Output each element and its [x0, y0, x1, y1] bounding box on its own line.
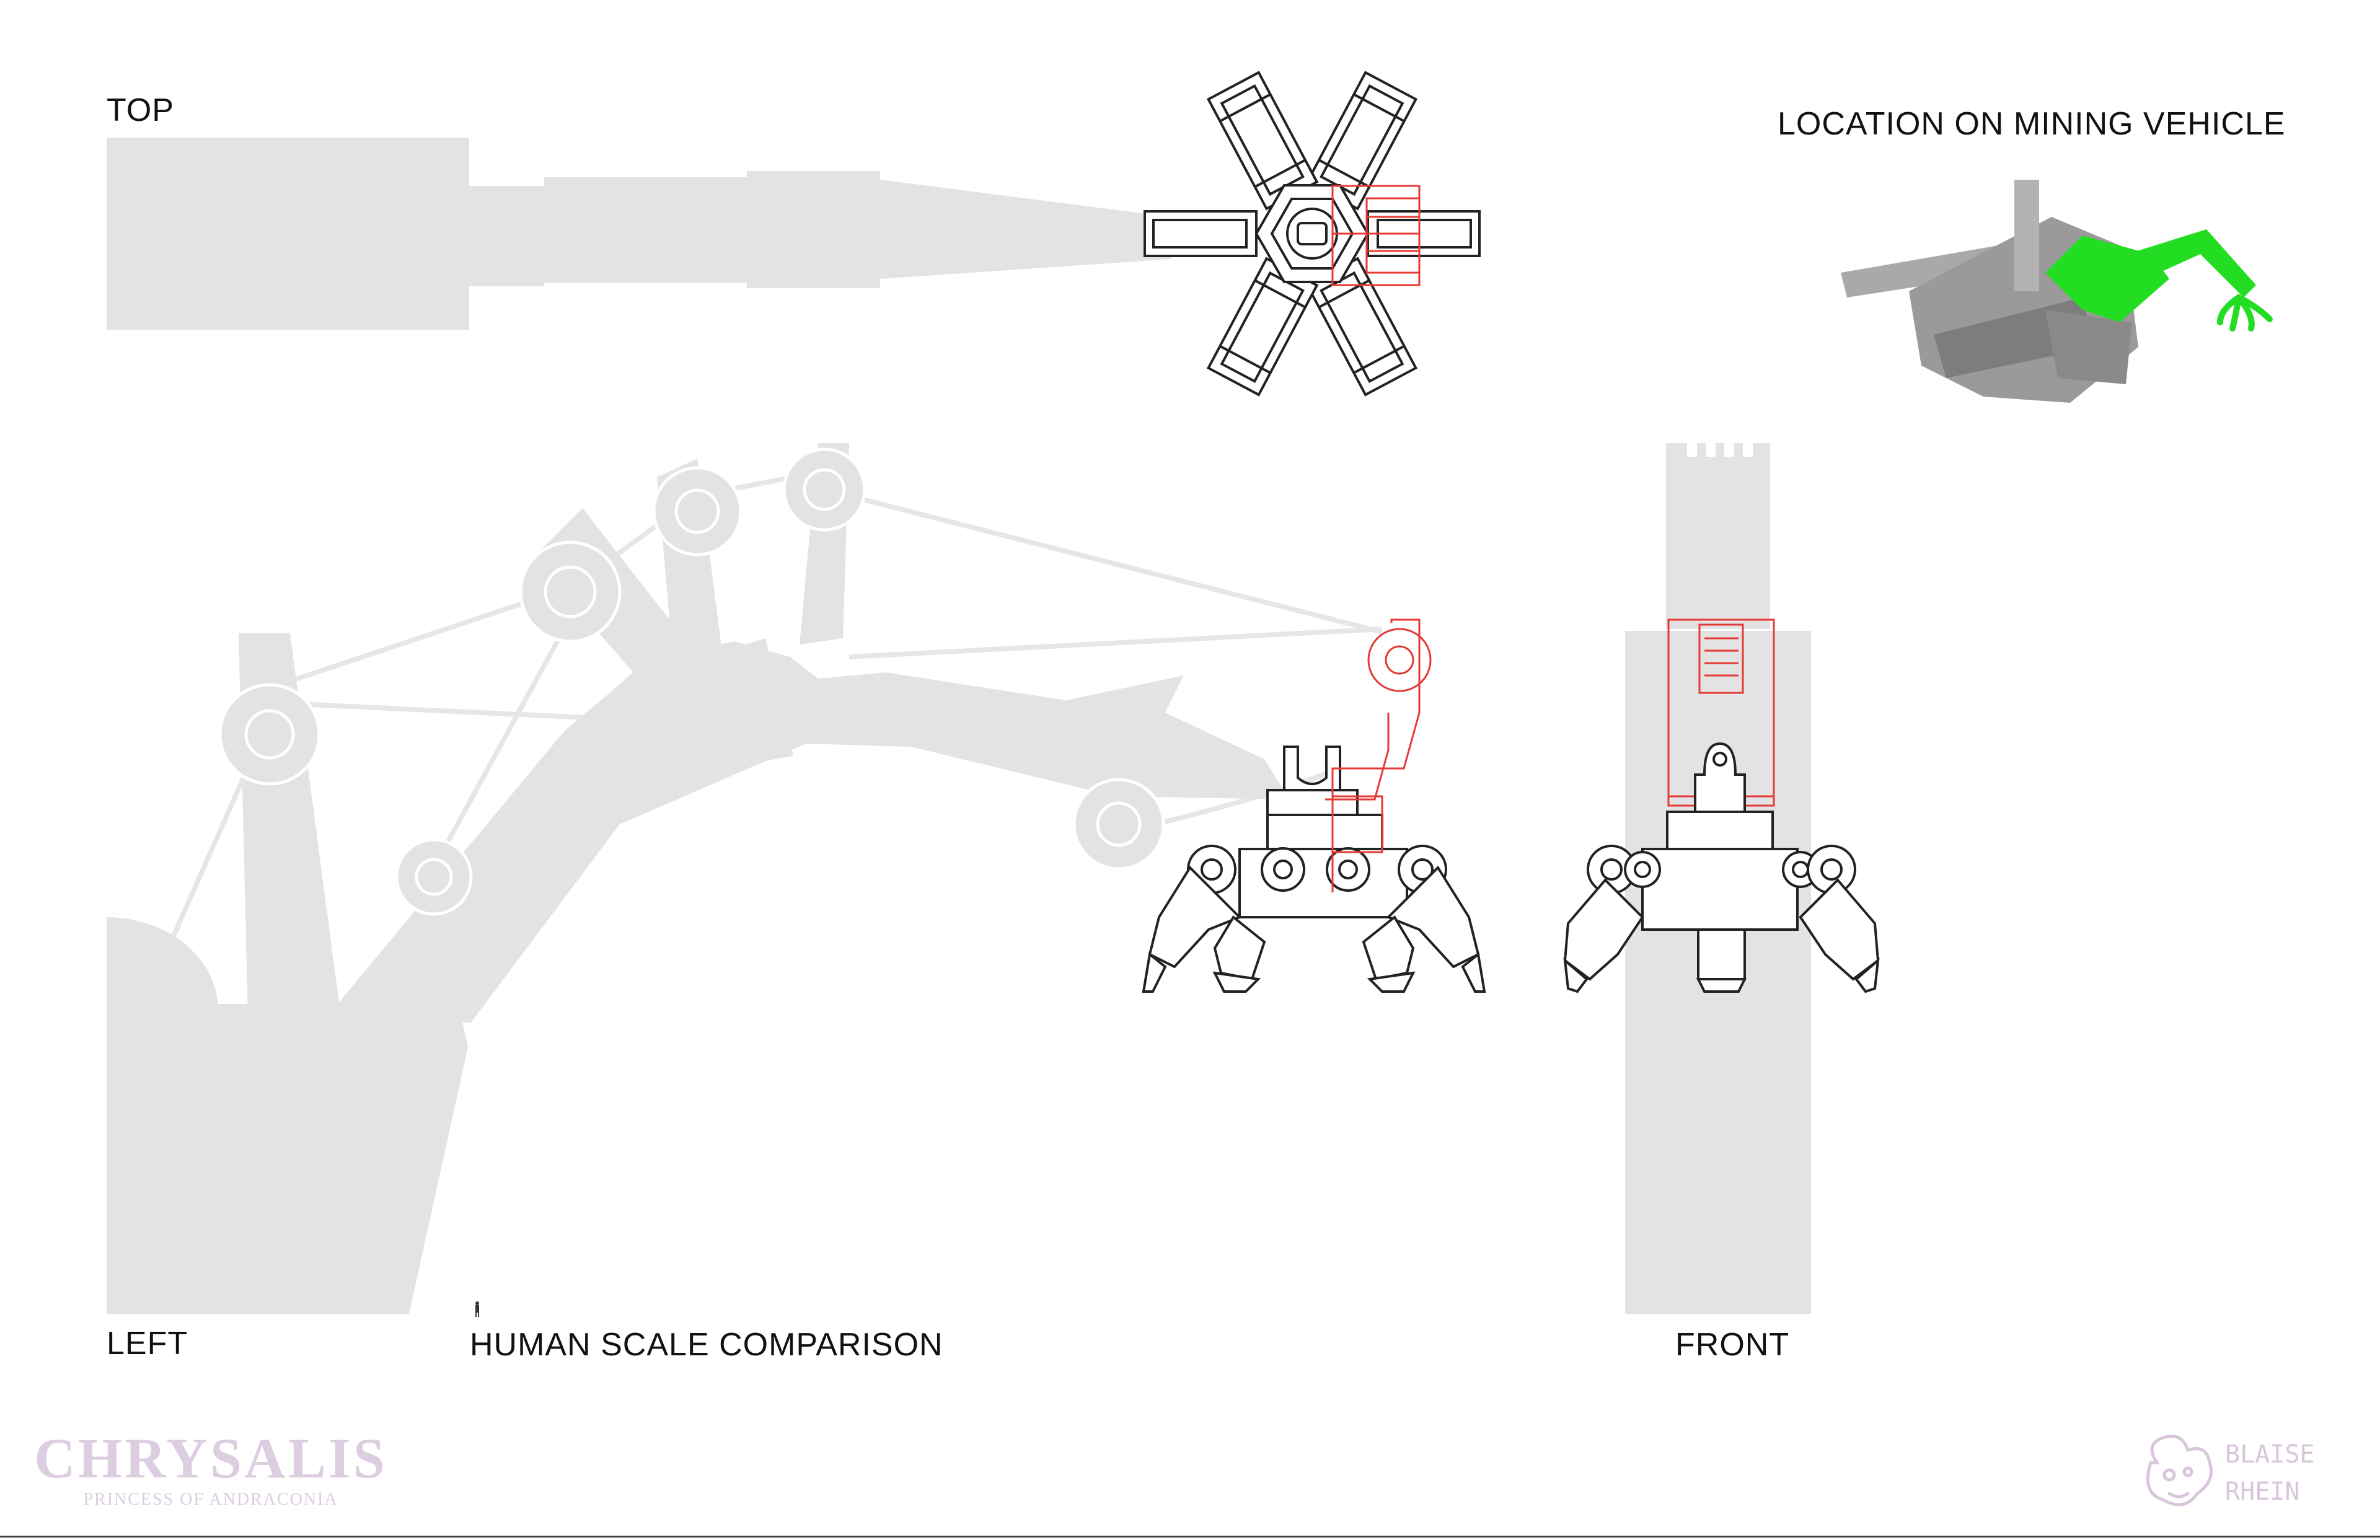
signature-line-2: RHEIN	[2225, 1477, 2299, 1506]
front-view-label: FRONT	[1675, 1327, 1790, 1363]
artist-signature: BLAISE RHEIN	[2146, 1435, 2315, 1507]
bottom-border-line	[0, 1536, 2380, 1538]
top-view-highlight-linkage	[1331, 185, 1421, 286]
signature-line-1: BLAISE	[2225, 1440, 2315, 1469]
top-view-label: TOP	[107, 92, 174, 128]
left-view-highlight-arm	[1325, 618, 1432, 892]
logo-subtitle: PRINCESS OF ANDRACONIA	[83, 1490, 338, 1509]
human-scale-figure	[475, 1301, 479, 1317]
top-view-claw-assembly	[1144, 71, 1481, 397]
mining-vehicle-render	[1841, 180, 2273, 403]
logo-title: CHRYSALIS	[34, 1427, 387, 1490]
left-view-label: LEFT	[107, 1326, 188, 1362]
left-view-pulleys	[218, 447, 1165, 916]
human-scale-label: HUMAN SCALE COMPARISON	[470, 1327, 943, 1363]
front-view-top-notches	[1687, 443, 1753, 457]
top-view-boom-silhouette	[107, 138, 1171, 330]
left-view-machine-silhouette	[107, 443, 1289, 1314]
location-label: LOCATION ON MINING VEHICLE	[1778, 106, 2286, 142]
front-view-claw	[1563, 742, 1880, 993]
chrysalis-logo: CHRYSALIS PRINCESS OF ANDRACONIA	[25, 1425, 397, 1518]
